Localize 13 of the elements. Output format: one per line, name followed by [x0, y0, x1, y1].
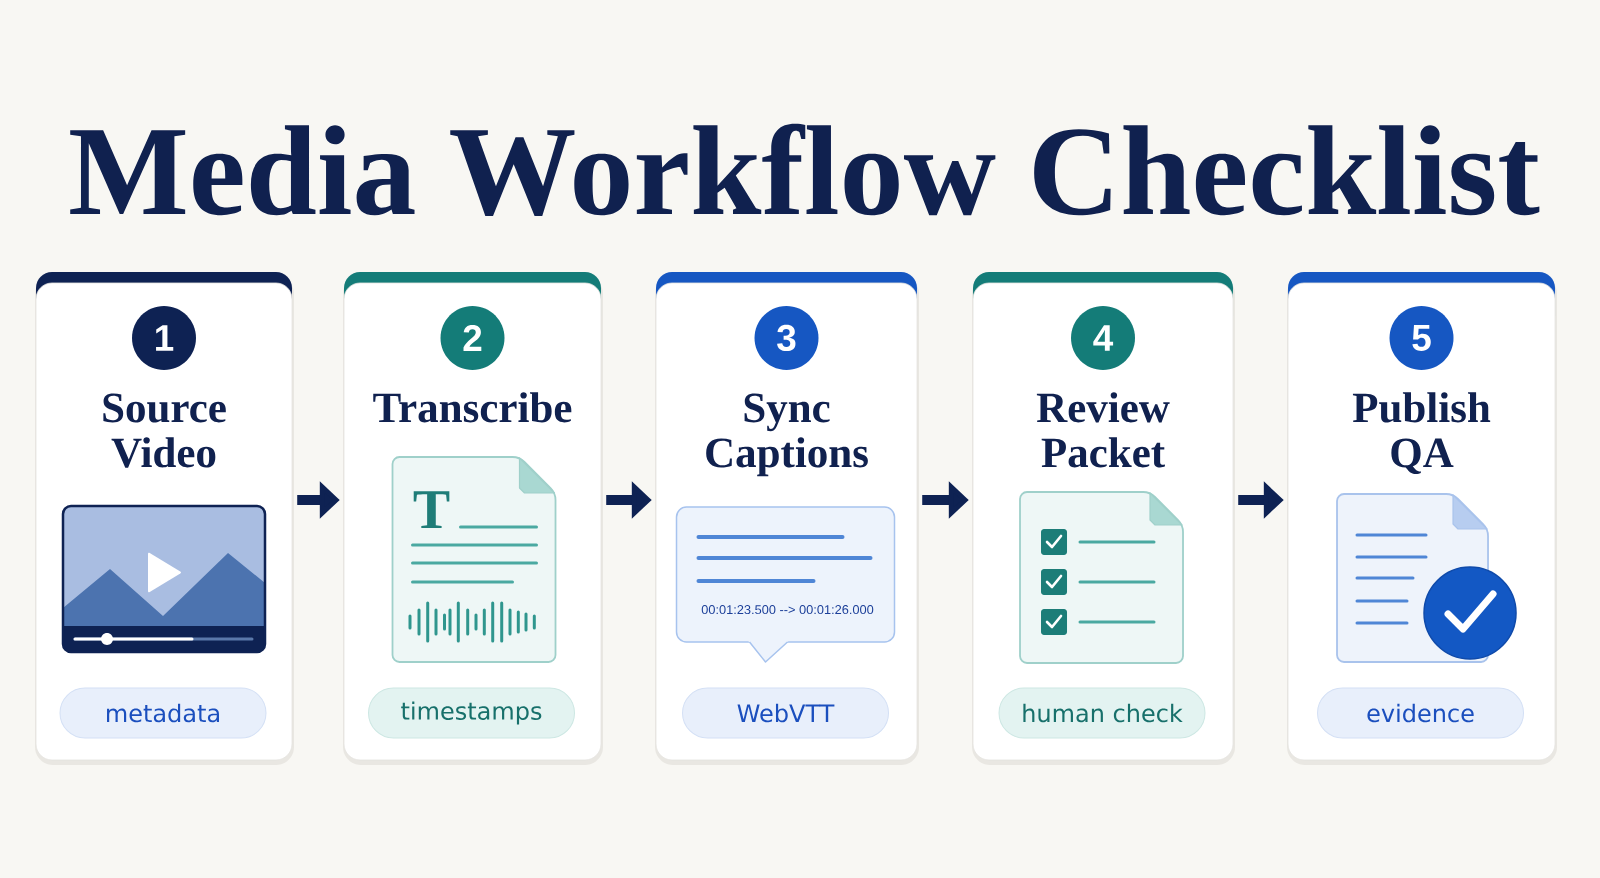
tag-pill: human check — [998, 687, 1206, 739]
title: Media Workflow Checklist — [70, 123, 1540, 216]
number-badge: 2 — [440, 306, 505, 370]
document-letter: T — [413, 491, 450, 528]
number-badge: 3 — [754, 306, 819, 370]
number-badge: 5 — [1389, 306, 1454, 370]
number-badge: 4 — [1071, 306, 1135, 370]
tag-pill: evidence — [1317, 687, 1524, 739]
number-badge: 1 — [132, 306, 196, 370]
tag-pill: metadata — [59, 687, 267, 739]
tag-pill: WebVTT — [682, 687, 889, 739]
caption-bubble: 00:01:23.500 --> 00:01:26.000 — [675, 506, 896, 663]
tag-pill: timestamps — [368, 687, 575, 739]
